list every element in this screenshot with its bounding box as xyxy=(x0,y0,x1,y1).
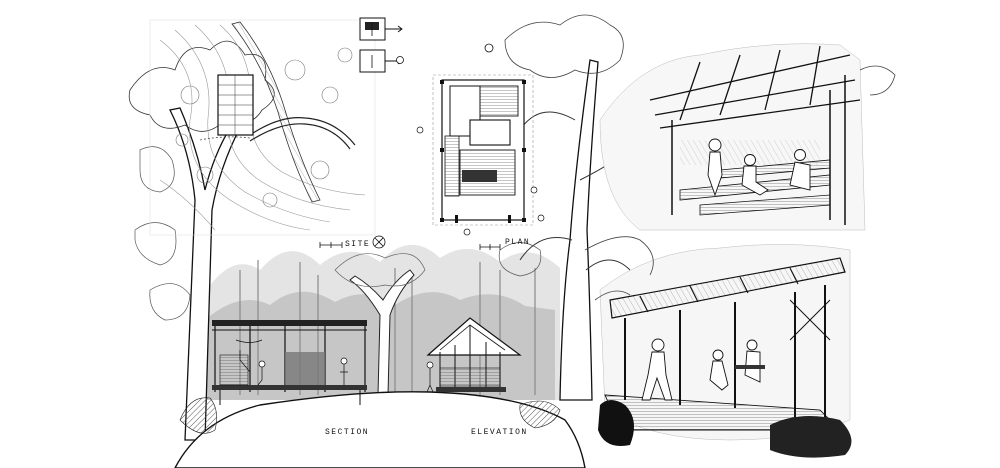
floor-plan: PLAN xyxy=(416,74,545,250)
perspective-pavilion xyxy=(598,244,852,458)
circulation-diagram xyxy=(359,17,494,73)
section-label: SECTION xyxy=(325,428,369,437)
plan-label: PLAN xyxy=(505,238,530,247)
site-label: SITE xyxy=(345,240,370,249)
section-tree xyxy=(334,253,426,396)
right-tree-branches xyxy=(584,65,896,301)
section-drawing: SECTION xyxy=(212,320,369,437)
ground-mound xyxy=(174,391,586,468)
left-tree xyxy=(128,40,275,441)
elevation-drawing: ELEVATION xyxy=(426,317,528,437)
site-plan: SITE xyxy=(149,19,386,249)
elevation-label: ELEVATION xyxy=(471,428,528,437)
perspective-sauna xyxy=(599,43,866,231)
center-tree xyxy=(498,14,641,401)
